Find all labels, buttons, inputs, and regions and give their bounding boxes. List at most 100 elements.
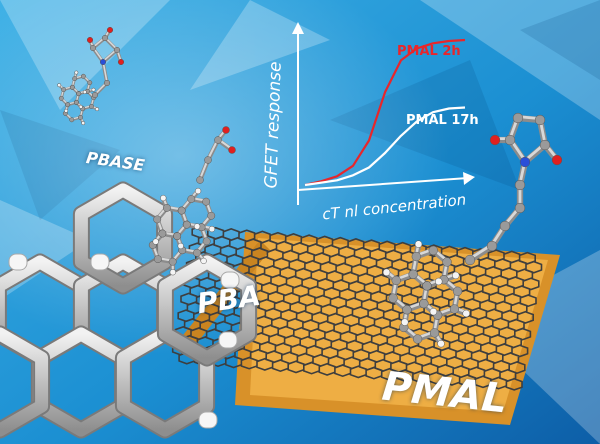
pmal-tail-atom	[551, 154, 563, 166]
pba-atom	[208, 225, 216, 233]
pba-tail-atom	[196, 176, 204, 184]
series-label-pmal-2h: PMAL 2h	[397, 44, 461, 59]
pmal-atom	[462, 309, 470, 318]
x-axis	[297, 177, 469, 191]
pba-tail-atom	[222, 126, 230, 134]
pba-atom	[168, 257, 177, 266]
pmal-tail-atom	[539, 139, 551, 151]
pbase-atom	[82, 90, 87, 95]
pba-atom	[152, 238, 159, 245]
pmal-atom	[437, 339, 445, 348]
pmal-atom	[429, 328, 440, 338]
big-hydrogen	[90, 253, 110, 271]
pmal-tail-atom	[534, 114, 546, 126]
pbase-tail-atom	[86, 36, 94, 44]
pbase-molecule	[57, 26, 125, 126]
pmal-atom	[442, 257, 452, 267]
big-hydrogen	[8, 253, 28, 271]
pmal-atom	[412, 334, 423, 344]
pmal-atom	[414, 240, 423, 248]
pmal-tail-atom	[512, 112, 524, 124]
pba-atom	[187, 195, 196, 203]
pba-atom	[177, 206, 186, 215]
pbase-atom	[88, 103, 94, 109]
pba-molecule	[148, 126, 236, 276]
pmal-atom	[411, 251, 421, 262]
pmal-molecule	[382, 112, 563, 348]
pmal-atom	[382, 268, 391, 277]
pbase-atom	[64, 108, 69, 113]
pmal-atom	[452, 271, 460, 280]
pba-tail-atom	[214, 136, 222, 144]
pbase-atom	[61, 87, 67, 93]
pmal-atom	[434, 277, 443, 286]
inset-chart	[292, 22, 475, 205]
pbase-atom	[95, 107, 100, 112]
pmal-atom	[402, 305, 412, 315]
pba-atom	[202, 197, 211, 206]
pba-atom	[194, 187, 202, 195]
pba-atom	[158, 229, 167, 238]
pbase-atom	[81, 121, 86, 126]
pbase-atom	[72, 76, 78, 82]
pbase-atom	[69, 84, 75, 90]
pbase-tail-atom	[106, 26, 114, 34]
big-ring	[0, 327, 49, 437]
pbase-tail-atom	[113, 46, 121, 54]
series-line-pmal-17h	[304, 106, 466, 187]
pba-atom	[202, 237, 211, 246]
pbase-tail-atom	[91, 91, 99, 99]
pmal-atom	[449, 304, 460, 314]
pbase-atom	[78, 104, 83, 109]
pba-atom	[200, 257, 207, 265]
pmal-atom	[401, 318, 409, 326]
pmal-tail-atom	[489, 134, 501, 146]
pmal-tail-atom	[514, 202, 526, 214]
pbase-atom	[76, 91, 82, 97]
pba-atom	[173, 232, 182, 241]
pbase-atom	[87, 80, 93, 86]
pbase-atom	[74, 70, 79, 75]
pmal-atom	[408, 269, 418, 279]
pmal-tail-atom	[519, 156, 531, 168]
pbase-atom	[77, 114, 83, 120]
pmal-atom	[391, 275, 401, 286]
pmal-atom	[429, 307, 438, 316]
big-hydrogen	[218, 331, 238, 349]
pbase-atom	[58, 95, 64, 101]
pbase-atom	[73, 99, 79, 105]
pbase-tail-atom	[89, 44, 97, 52]
pbase-atom	[80, 73, 86, 79]
pmal-atom	[422, 281, 432, 291]
pbase-tail-atom	[101, 34, 109, 42]
pba-atom	[207, 211, 216, 220]
pba-tail-atom	[228, 146, 236, 154]
pmal-tail-atom	[499, 220, 511, 232]
pbase-atom	[69, 117, 75, 123]
pmal-tail-atom	[486, 240, 498, 252]
pmal-tail-atom	[514, 179, 526, 191]
pbase-tail-atom	[103, 79, 111, 87]
pba-atom	[162, 203, 171, 212]
pmal-atom	[428, 245, 438, 256]
pba-atom	[193, 223, 201, 230]
pba-atom	[177, 242, 184, 250]
pba-atom	[169, 269, 176, 276]
pba-atom	[182, 220, 191, 229]
pmal-atom	[452, 286, 463, 296]
pba-atom	[153, 255, 162, 264]
pba-atom	[160, 194, 167, 202]
y-axis-arrow	[292, 22, 304, 34]
pmal-atom	[419, 298, 429, 309]
pbase-tail-atom	[99, 58, 107, 66]
pbase-atom	[65, 102, 71, 108]
x-axis-arrow	[463, 172, 475, 185]
pba-tail-atom	[204, 156, 212, 164]
pba-atom	[153, 215, 162, 224]
pmal-tail-atom	[464, 254, 476, 266]
big-ring	[158, 255, 256, 365]
big-hydrogen	[198, 411, 218, 429]
pbase-atom	[57, 83, 62, 88]
